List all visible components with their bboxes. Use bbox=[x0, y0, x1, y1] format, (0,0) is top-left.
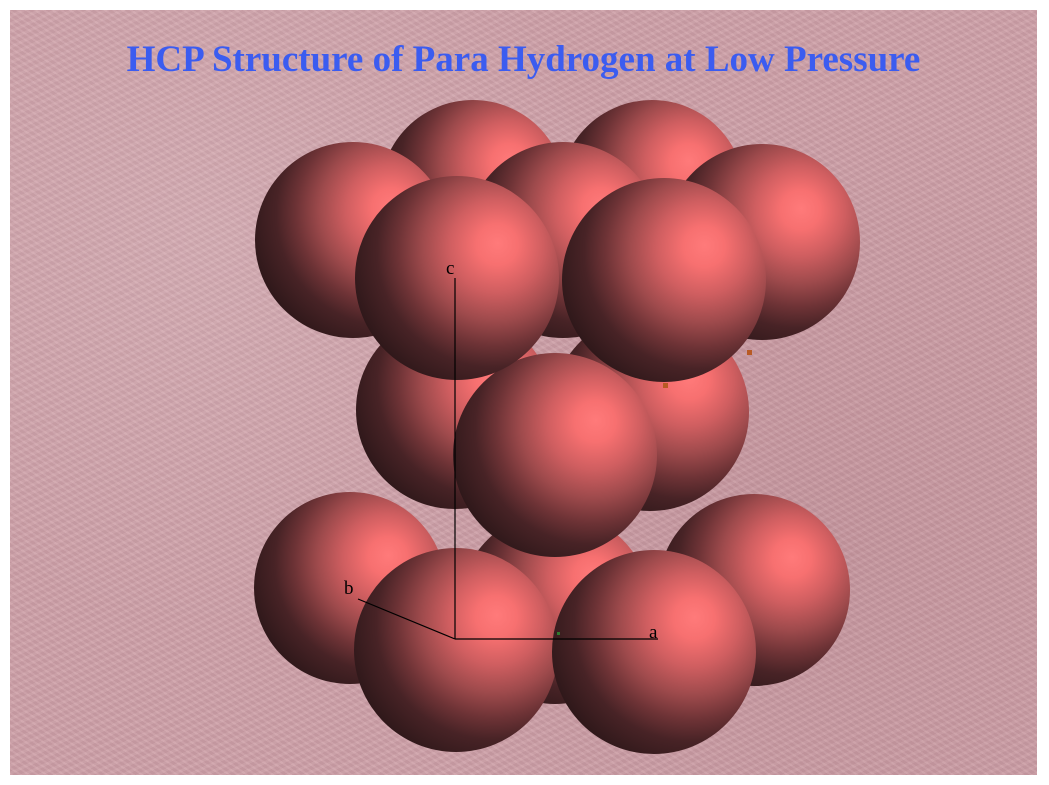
top-layer-front bbox=[355, 176, 766, 382]
marker-dot bbox=[557, 632, 560, 635]
marker-dot bbox=[663, 383, 668, 388]
axis-b-line bbox=[357, 598, 456, 640]
hcp-structure-diagram: c a b bbox=[254, 100, 860, 754]
sphere-bottom-front-left bbox=[354, 548, 558, 752]
axis-label-c: c bbox=[446, 258, 454, 279]
crystal-axes: c a b bbox=[344, 258, 658, 643]
bottom-layer-front bbox=[354, 548, 756, 754]
slide-title: HCP Structure of Para Hydrogen at Low Pr… bbox=[126, 39, 921, 80]
axis-label-a: a bbox=[649, 622, 658, 643]
sphere-middle-front bbox=[453, 353, 657, 557]
slide: HCP Structure of Para Hydrogen at Low Pr… bbox=[10, 10, 1037, 775]
sphere-top-front-left bbox=[355, 176, 559, 380]
top-layer-back bbox=[255, 100, 860, 340]
sphere-bottom-front-right bbox=[552, 550, 756, 754]
axis-label-b: b bbox=[344, 578, 354, 599]
sphere-top-front-right bbox=[562, 178, 766, 382]
marker-dot bbox=[747, 350, 752, 355]
